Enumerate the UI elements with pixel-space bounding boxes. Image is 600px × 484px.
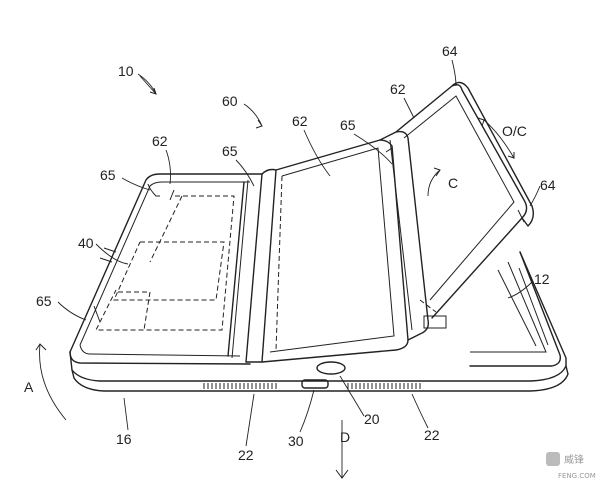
- label-65-left-top: 65: [100, 167, 116, 183]
- home-button: [316, 361, 346, 375]
- motion-arrows: [35, 75, 515, 479]
- arrow-10-icon: [139, 75, 157, 95]
- watermark-text: 威锋: [564, 453, 584, 466]
- label-65-right: 65: [340, 117, 356, 133]
- label-65-left-bottom: 65: [36, 293, 52, 309]
- label-62-right: 62: [390, 81, 406, 97]
- label-62-mid: 62: [292, 113, 308, 129]
- watermark: 威锋 FENG.COM: [546, 452, 596, 480]
- label-62-left: 62: [152, 133, 168, 149]
- connector-port: [301, 379, 329, 389]
- arrow-a-icon: [39, 343, 67, 421]
- label-60: 60: [222, 93, 238, 109]
- cover-middle-panel: [261, 139, 409, 363]
- cover-hinge-right: [379, 130, 430, 341]
- label-12: 12: [534, 271, 550, 287]
- label-d: D: [340, 429, 350, 445]
- label-c: C: [448, 175, 458, 191]
- label-22-left: 22: [238, 447, 254, 463]
- label-22-right: 22: [424, 427, 440, 443]
- label-65-mid: 65: [222, 143, 238, 159]
- watermark-logo-icon: [546, 452, 560, 466]
- cover-raised-panel: [395, 81, 535, 329]
- arrow-c-icon: [427, 169, 441, 197]
- label-a: A: [24, 379, 34, 395]
- tablet-device: [69, 251, 569, 392]
- label-10: 10: [118, 63, 134, 79]
- cover-left-panel: [69, 168, 277, 365]
- label-16: 16: [116, 431, 132, 447]
- label-30: 30: [288, 433, 304, 449]
- label-40: 40: [78, 235, 94, 251]
- reference-labels: 10 60 62 62 62 64 64 65 65 65 65 40 12 1…: [24, 43, 556, 463]
- speaker-grille-left: [203, 383, 277, 389]
- arrow-oc-icon: [483, 119, 515, 159]
- watermark-subtext: FENG.COM: [558, 472, 596, 480]
- label-64-right: 64: [540, 177, 556, 193]
- speaker-grille-right: [347, 383, 421, 389]
- label-20: 20: [364, 411, 380, 427]
- label-oc: O/C: [502, 123, 527, 139]
- label-64-top: 64: [442, 43, 458, 59]
